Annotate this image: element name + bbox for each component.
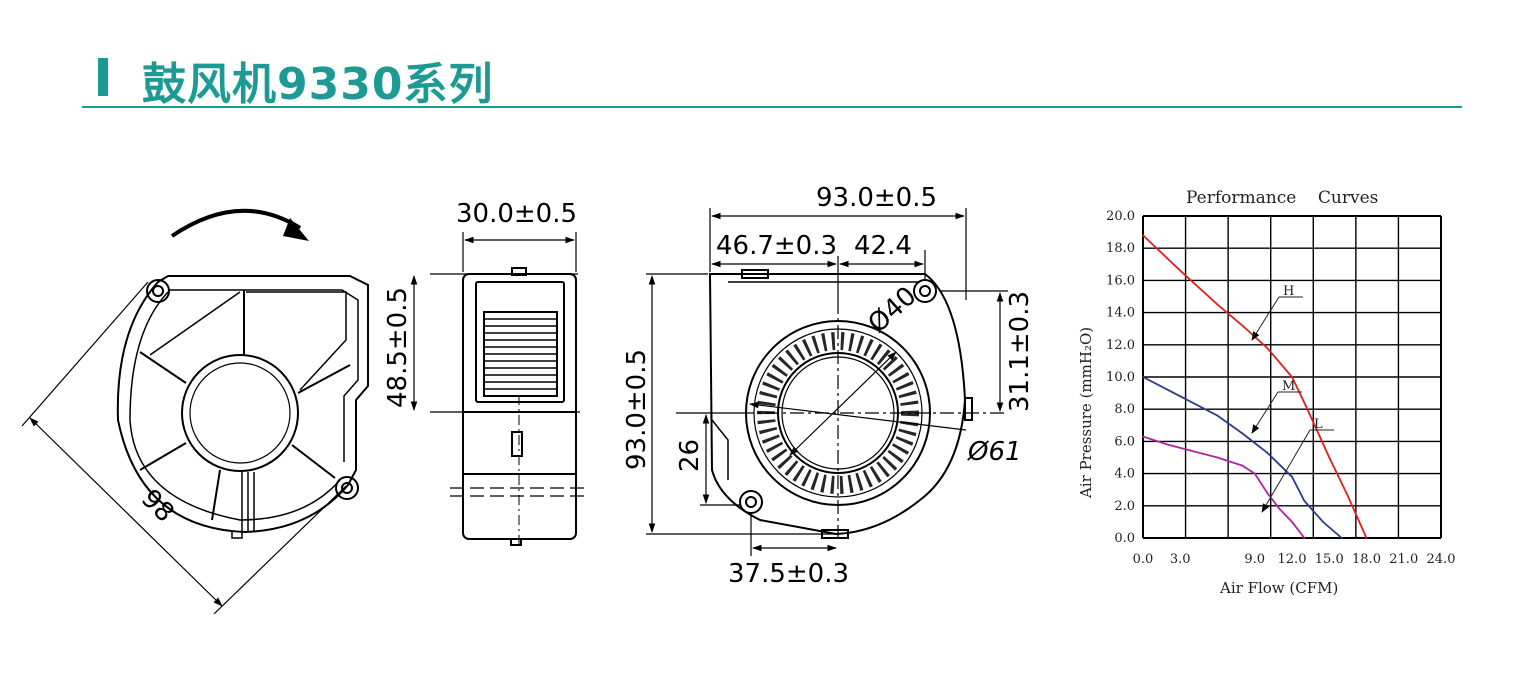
series-point-M <box>1281 466 1283 469</box>
series-point-M <box>1303 500 1306 502</box>
title-accent-bar <box>98 58 108 96</box>
back-bottom-offset-label: 37.5±0.3 <box>728 559 849 589</box>
curve-label-H: H <box>1283 284 1294 299</box>
chart-ticks: 0.0 2.0 4.0 6.0 8.0 10.0 12.0 14.0 16.0 18.0 20.0 0… <box>1106 209 1455 567</box>
front-view <box>21 208 369 615</box>
series-point-H <box>1179 269 1182 272</box>
x-tick-label: 0.0 <box>1133 552 1154 567</box>
series-point-L <box>1241 464 1244 467</box>
back-outer-dia-label: Ø61 <box>967 437 1022 467</box>
curve-label-leader <box>1251 296 1280 341</box>
chart-grid <box>1142 215 1442 539</box>
series-point-H <box>1346 495 1349 498</box>
series-point-L <box>1216 456 1219 459</box>
back-overall-height-label: 93.0±0.5 <box>622 349 652 470</box>
series-point-M <box>1241 432 1244 435</box>
x-tick-label: 21.0 <box>1389 552 1418 567</box>
y-tick-label: 16.0 <box>1106 273 1135 288</box>
series-point-M <box>1266 451 1269 454</box>
chart-y-axis-label: Air Pressure (mmH₂O) <box>1077 327 1095 499</box>
chart-series: H M L <box>1142 234 1368 539</box>
back-right-height-label: 31.1±0.3 <box>1005 291 1035 412</box>
x-tick-label: 18.0 <box>1352 552 1381 567</box>
back-offset-right-label: 42.4 <box>854 231 912 261</box>
series-line-H <box>1142 234 1368 539</box>
series-point-L <box>1142 435 1144 438</box>
side-height-dim-label: 48.5±0.5 <box>383 287 413 408</box>
x-tick-label: 12.0 <box>1278 552 1307 567</box>
series-point-L <box>1191 450 1194 452</box>
x-tick-label: 9.0 <box>1244 552 1265 567</box>
chart-x-axis-label: Air Flow (CFM) <box>1219 579 1338 597</box>
series-point-M <box>1322 521 1324 523</box>
chart-title: Performance Curves <box>1186 188 1378 208</box>
series-point-L <box>1291 521 1293 523</box>
x-tick-label: 15.0 <box>1315 552 1344 567</box>
curve-label-leader <box>1261 429 1311 513</box>
side-view <box>410 232 590 546</box>
series-point-M <box>1179 395 1182 398</box>
curve-label-leader <box>1251 391 1279 434</box>
series-point-H <box>1365 537 1368 539</box>
series-point-L <box>1253 472 1256 475</box>
side-width-dim-label: 30.0±0.5 <box>456 199 577 229</box>
diagonal-dim-label: 98 <box>135 484 180 529</box>
y-tick-label: 4.0 <box>1114 467 1135 482</box>
header: 鼓风机9330系列 <box>0 0 1515 110</box>
page-title: 鼓风机9330系列 <box>142 59 494 110</box>
y-tick-label: 14.0 <box>1106 306 1135 321</box>
series-point-L <box>1166 443 1169 446</box>
y-tick-label: 20.0 <box>1106 209 1135 224</box>
series-line-L <box>1142 435 1306 539</box>
x-tick-label: 3.0 <box>1170 552 1191 567</box>
y-tick-label: 18.0 <box>1106 241 1135 256</box>
y-tick-label: 6.0 <box>1114 434 1135 449</box>
title-divider <box>82 106 1462 108</box>
x-tick-label: 24.0 <box>1427 552 1456 567</box>
y-tick-label: 0.0 <box>1114 531 1135 546</box>
series-point-H <box>1241 324 1244 327</box>
series-point-M <box>1216 414 1219 417</box>
series-line-M <box>1142 376 1343 539</box>
series-point-H <box>1266 347 1269 349</box>
series-point-M <box>1291 475 1293 478</box>
series-point-L <box>1266 492 1269 494</box>
back-center-height-label: 26 <box>675 439 705 472</box>
series-point-H <box>1216 303 1219 306</box>
clockwise-arrow-icon <box>170 208 302 238</box>
performance-chart: Performance Curves H M L 0.0 2.0 4.0 6.0 8.0 10… <box>1077 188 1455 597</box>
curve-label-M: M <box>1282 379 1295 394</box>
curve-label-L: L <box>1314 417 1323 432</box>
series-point-H <box>1142 234 1144 237</box>
back-offset-left-label: 46.7±0.3 <box>716 231 837 261</box>
series-point-L <box>1303 537 1306 539</box>
series-point-H <box>1291 376 1293 378</box>
series-point-H <box>1303 401 1306 404</box>
series-point-L <box>1278 508 1281 510</box>
series-point-M <box>1142 376 1144 378</box>
series-point-H <box>1328 456 1331 459</box>
back-overall-width-label: 93.0±0.5 <box>816 183 937 213</box>
y-tick-label: 10.0 <box>1106 370 1135 385</box>
series-point-M <box>1340 537 1343 539</box>
y-tick-label: 2.0 <box>1114 499 1135 514</box>
y-tick-label: 8.0 <box>1114 402 1135 417</box>
back-view <box>646 208 1008 556</box>
y-tick-label: 12.0 <box>1106 338 1135 353</box>
